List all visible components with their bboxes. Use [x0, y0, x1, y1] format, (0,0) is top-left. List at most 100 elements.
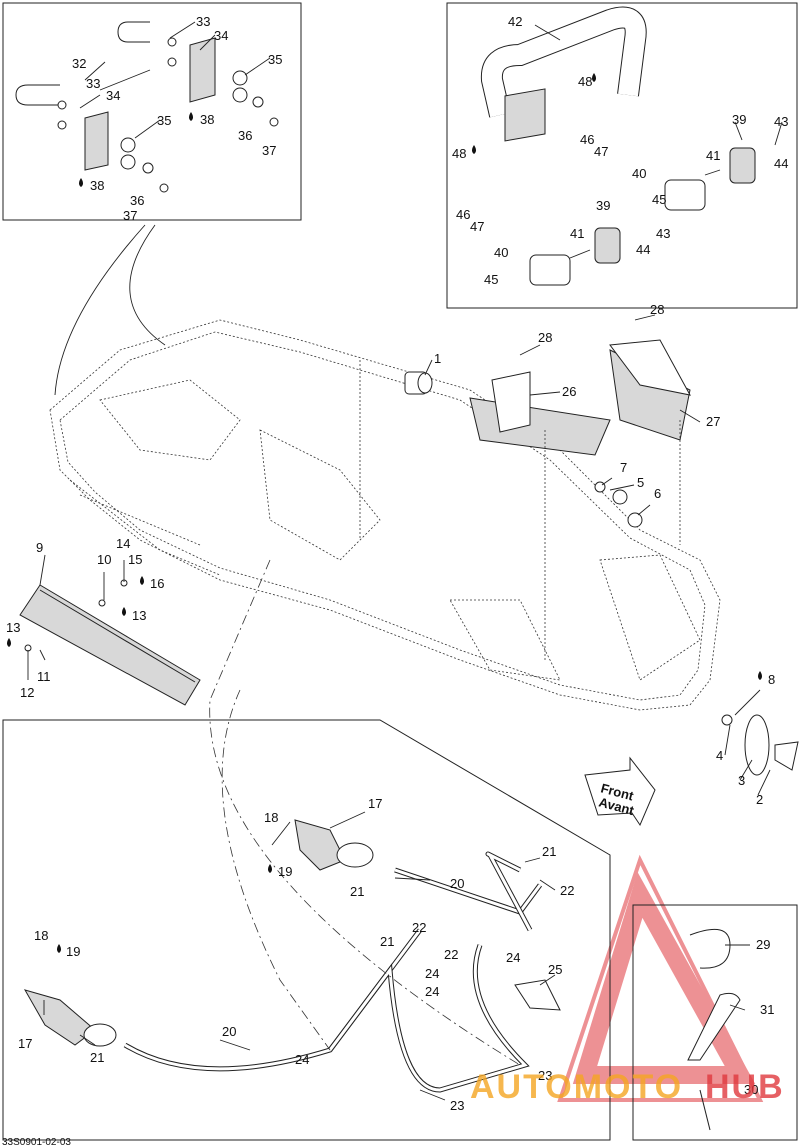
callout-21b: 21 [350, 884, 364, 899]
callout-34b: 34 [106, 88, 120, 103]
callout-38b: 38 [90, 178, 104, 193]
callout-39b: 39 [596, 198, 610, 213]
callout-15: 15 [128, 552, 142, 567]
callout-45b: 45 [484, 272, 498, 287]
callout-31: 31 [760, 1002, 774, 1017]
callout-7: 7 [620, 460, 627, 475]
callout-9: 9 [36, 540, 43, 555]
callout-17b: 17 [18, 1036, 32, 1051]
callout-35a: 35 [268, 52, 282, 67]
callout-2: 2 [756, 792, 763, 807]
oil-drop-icon [592, 73, 596, 82]
oil-drop-icon [268, 864, 272, 873]
oil-drop-icon [7, 638, 11, 647]
callout-43a: 43 [774, 114, 788, 129]
callout-26: 26 [562, 384, 576, 399]
inset-box-handlebar [446, 2, 798, 309]
inset-box-clamps [632, 904, 798, 1141]
callout-19a: 19 [278, 864, 292, 879]
callout-4: 4 [716, 748, 723, 763]
callout-20b: 20 [222, 1024, 236, 1039]
callout-23a: 23 [538, 1068, 552, 1083]
front-arrow: Front Avant [584, 756, 656, 827]
callout-10: 10 [97, 552, 111, 567]
callout-20a: 20 [450, 876, 464, 891]
callout-23b: 23 [450, 1098, 464, 1113]
oil-drop-icons [7, 73, 762, 953]
callout-16: 16 [150, 576, 164, 591]
callout-27: 27 [706, 414, 720, 429]
oil-drop-icon [57, 944, 61, 953]
inset-box-ubolts [2, 2, 302, 221]
callout-labels: 1 2 3 4 5 6 7 8 9 10 11 12 13 13 14 15 1… [6, 14, 788, 1113]
callout-43b: 43 [656, 226, 670, 241]
callout-28b: 28 [650, 302, 664, 317]
drain-assembly [23, 559, 561, 1093]
oil-drop-icon [140, 576, 144, 585]
callout-36b: 36 [130, 193, 144, 208]
callout-22a: 22 [560, 883, 574, 898]
callout-24c: 24 [425, 984, 439, 999]
callout-42: 42 [508, 14, 522, 29]
watermark-logo [557, 854, 764, 1102]
callout-12: 12 [20, 685, 34, 700]
callout-5: 5 [637, 475, 644, 490]
oil-drop-icon [79, 178, 83, 187]
handlebar-group [480, 6, 756, 286]
callout-29: 29 [756, 937, 770, 952]
callout-47a: 47 [594, 144, 608, 159]
oil-drop-icon [122, 607, 126, 616]
hull-outline [49, 319, 721, 711]
callout-44b: 44 [636, 242, 650, 257]
oil-drop-icon [472, 145, 476, 154]
callout-19b: 19 [66, 944, 80, 959]
ubolt-group [15, 21, 279, 193]
grab-bar [19, 579, 201, 706]
callout-21d: 21 [90, 1050, 104, 1065]
callout-13a: 13 [132, 608, 146, 623]
callout-34a: 34 [214, 28, 228, 43]
callout-18a: 18 [264, 810, 278, 825]
callout-22c: 22 [444, 947, 458, 962]
watermark-text-1: AUTOMOTO [470, 1068, 683, 1106]
callout-24b: 24 [425, 966, 439, 981]
oil-drop-icon [758, 671, 762, 680]
callout-11: 11 [37, 669, 51, 684]
callout-13b: 13 [6, 620, 20, 635]
callout-24a: 24 [506, 950, 520, 965]
callout-21a: 21 [542, 844, 556, 859]
leader-lines [27, 21, 783, 1101]
callout-30: 30 [744, 1082, 758, 1097]
callout-48a: 48 [578, 74, 592, 89]
watermark-text: AUTOMOTO HUB [470, 1068, 785, 1106]
callout-40b: 40 [494, 245, 508, 260]
callout-47b: 47 [470, 219, 484, 234]
callout-45a: 45 [652, 192, 666, 207]
parts-hull [359, 339, 799, 776]
clamp-group [687, 928, 741, 1131]
oil-drop-icon [189, 112, 193, 121]
callout-44a: 44 [774, 156, 788, 171]
callout-48b: 48 [452, 146, 466, 161]
callout-46a: 46 [580, 132, 594, 147]
callout-38a: 38 [200, 112, 214, 127]
callout-33b: 33 [86, 76, 100, 91]
callout-33a: 33 [196, 14, 210, 29]
callout-41a: 41 [706, 148, 720, 163]
inset-box-drain [2, 719, 611, 1141]
callout-46b: 46 [456, 207, 470, 222]
callout-3: 3 [738, 773, 745, 788]
callout-28a: 28 [538, 330, 552, 345]
watermark-text-2: HUB [705, 1068, 785, 1106]
callout-37a: 37 [262, 143, 276, 158]
callout-14: 14 [116, 536, 130, 551]
callout-21c: 21 [380, 934, 394, 949]
callout-22b: 22 [412, 920, 426, 935]
callout-32a: 32 [72, 56, 86, 71]
callout-24d: 24 [295, 1052, 309, 1067]
callout-8: 8 [768, 672, 775, 687]
drawing-code: 33S0901-02-03 [2, 1137, 71, 1148]
callout-17a: 17 [368, 796, 382, 811]
callout-1: 1 [434, 351, 441, 366]
